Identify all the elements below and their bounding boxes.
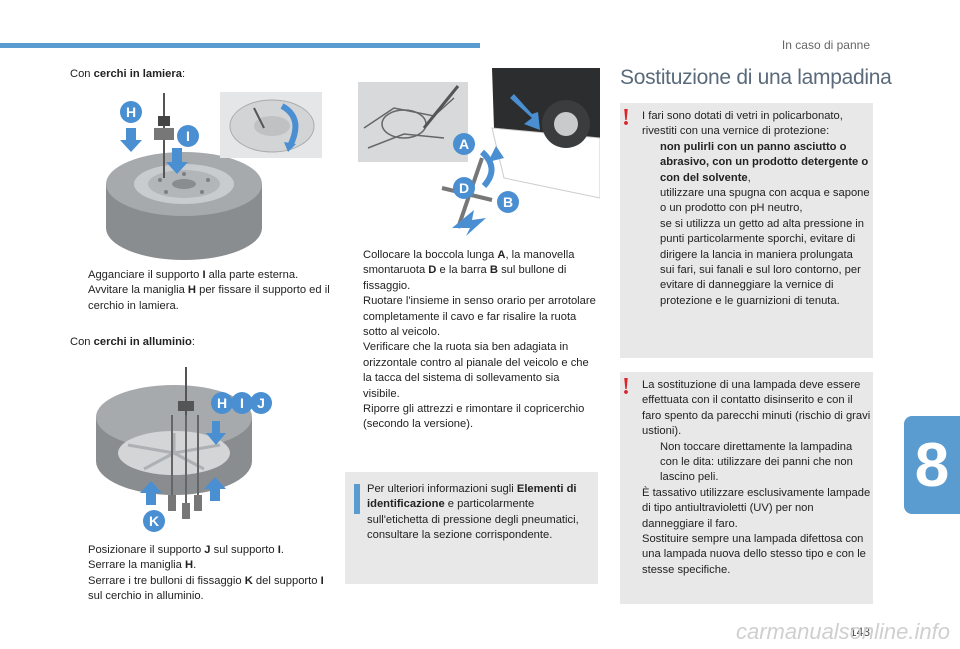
label-j: J bbox=[257, 395, 265, 411]
label-i: I bbox=[240, 395, 244, 411]
label-h: H bbox=[217, 395, 227, 411]
list-item: Serrare la maniglia H. bbox=[88, 559, 197, 572]
section-number: 8 bbox=[914, 430, 950, 500]
list-item: non pulirli con un panno asciutto o abra… bbox=[660, 140, 869, 184]
bullets-col2: Collocare la boccola lunga A, la manovel… bbox=[345, 248, 599, 433]
warning-text: I fari sono dotati di vetri in policarbo… bbox=[642, 109, 870, 309]
winch-tool-illustration: A D B bbox=[344, 68, 600, 240]
info-box: Per ulteriori informazioni sugli Element… bbox=[345, 472, 598, 584]
section-tab bbox=[904, 416, 960, 514]
list-item: Collocare la boccola lunga A, la manovel… bbox=[363, 249, 575, 292]
chapter-title: In caso di panne bbox=[781, 38, 870, 52]
list-item: Non toccare direttamente la lampadina co… bbox=[660, 440, 853, 484]
list-item: Avvitare la maniglia H per fissare il su… bbox=[88, 284, 330, 312]
label-b: B bbox=[503, 194, 513, 210]
warning-icon: ! bbox=[622, 374, 630, 400]
info-text: Per ulteriori informazioni sugli Element… bbox=[367, 483, 579, 542]
list-item: Agganciare il supporto I alla parte este… bbox=[88, 269, 299, 281]
list-item: utilizzare una spugna con acqua e sapone… bbox=[660, 187, 870, 215]
label-k: K bbox=[149, 513, 159, 529]
alloy-wheel-illustration: H I J K bbox=[94, 365, 274, 535]
label-a: A bbox=[459, 136, 469, 152]
header-accent-bar bbox=[0, 43, 480, 48]
list-item: Verificare che la ruota sia ben adagiata… bbox=[363, 341, 589, 400]
list-item: Serrare i tre bulloni di fissaggio K del… bbox=[88, 574, 324, 603]
label-h: H bbox=[126, 104, 136, 120]
bullets-lamiera: Agganciare il supporto I alla parte este… bbox=[70, 268, 332, 314]
warning-box-bulb: ! La sostituzione di una lampada deve es… bbox=[620, 372, 873, 604]
list-item: Ruotare l'insieme in senso orario per ar… bbox=[363, 295, 596, 339]
list-item: Riporre gli attrezzi e rimontare il copr… bbox=[363, 403, 585, 431]
steel-wheel-illustration: H I bbox=[104, 88, 324, 260]
label-i: I bbox=[186, 128, 190, 144]
list-item: se si utilizza un getto ad alta pression… bbox=[660, 217, 864, 307]
page-number: 143 bbox=[849, 625, 870, 639]
intro-alluminio: Con cerchi in alluminio: bbox=[70, 336, 195, 348]
bullets-alluminio: Posizionare il supporto J sul supporto I… bbox=[70, 543, 332, 605]
section-title: Sostituzione di una lampadina bbox=[620, 66, 892, 89]
warning-text: La sostituzione di una lampada deve esse… bbox=[642, 379, 871, 576]
watermark: carmanualsonline.info bbox=[735, 619, 950, 644]
warning-icon: ! bbox=[622, 105, 630, 131]
info-icon bbox=[354, 484, 360, 514]
intro-lamiera: Con cerchi in lamiera: bbox=[70, 68, 186, 80]
label-d: D bbox=[459, 180, 469, 196]
list-item: Posizionare il supporto J sul supporto I… bbox=[88, 544, 284, 556]
warning-box-headlights: ! I fari sono dotati di vetri in policar… bbox=[620, 103, 873, 358]
